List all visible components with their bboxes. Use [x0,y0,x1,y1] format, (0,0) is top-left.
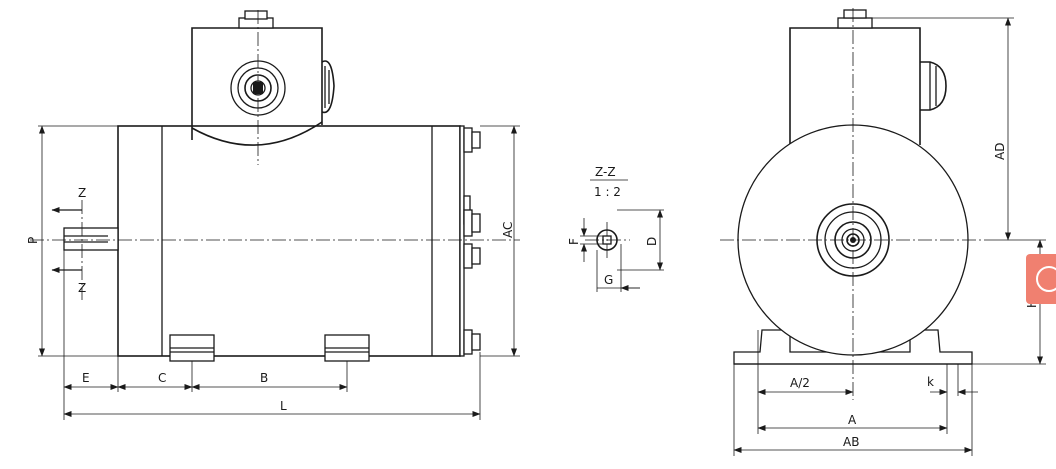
d-label: D [645,237,659,246]
section-z-z: Z-Z 1 : 2 F D G [567,165,664,292]
terminal-box [191,10,335,146]
dim-p: P [26,125,118,357]
a-label: A [848,413,857,427]
b-label: B [260,371,268,385]
ab-label: AB [843,435,859,449]
section-scale: 1 : 2 [594,185,621,199]
dim-ad: AD [866,17,1046,241]
f-label: F [567,238,581,245]
side-widget-tab[interactable] [1026,254,1056,304]
circle-icon [1036,266,1056,292]
g-label: G [604,273,613,287]
l-label: L [280,399,287,413]
c-label: C [158,371,166,385]
p-label: P [26,237,40,244]
a-half-label: A/2 [790,376,810,390]
side-view: Z Z P AC E C B [26,10,520,420]
z-bottom-label: Z [78,281,86,295]
ad-label: AD [993,143,1007,160]
e-label: E [82,371,90,385]
end-bolts [463,127,481,355]
ac-label: AC [501,222,515,238]
motor-body [63,125,481,362]
dim-ac: AC [480,125,520,357]
section-arrows: Z Z [51,186,86,295]
front-terminal-box [789,9,947,145]
dim-l: L [63,399,481,417]
front-view: AD H A/2 k A AB [720,8,1046,456]
z-top-label: Z [78,186,86,200]
k-label: k [927,375,934,389]
section-title: Z-Z [595,165,616,179]
dim-base: A/2 k A AB [733,330,978,456]
dim-ecb: E C B [63,250,481,420]
